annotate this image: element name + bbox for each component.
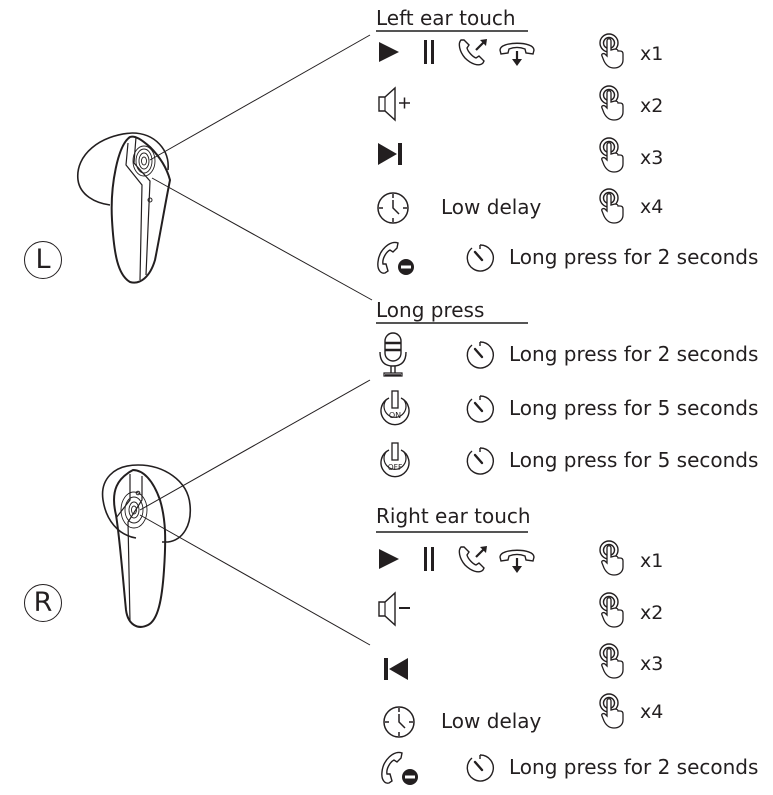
left-gesture-column: x1 x2 x3 x4 — [598, 33, 678, 233]
timer-icon — [466, 395, 495, 423]
section-title-left-ear-touch: Left ear touch — [376, 6, 516, 30]
long-press-2s-label: Long press for 2 seconds — [509, 755, 759, 779]
timer-icon — [466, 341, 495, 369]
tap-icon — [599, 643, 624, 679]
tap-count: x2 — [640, 95, 664, 117]
long-press-5s-label: Long press for 5 seconds — [509, 448, 759, 472]
section-title-long-press: Long press — [376, 298, 485, 322]
tap-count: x3 — [640, 147, 664, 169]
pause-icon — [424, 40, 434, 64]
tap-icon — [599, 85, 624, 121]
reject-call-icon — [377, 241, 414, 275]
power-off-icon: OFF — [380, 442, 410, 478]
tap-icon — [599, 188, 624, 224]
tap-count: x3 — [640, 653, 664, 675]
clock-icon — [383, 706, 415, 738]
tap-count: x2 — [640, 602, 664, 624]
timer-icon — [466, 244, 495, 272]
left-earbud-badge: L — [24, 241, 62, 279]
right-gesture-column: x1 x2 x3 x4 — [598, 540, 678, 740]
long-press-5s-label: Long press for 5 seconds — [509, 396, 759, 420]
hang-up-call-icon — [499, 549, 535, 573]
next-track-icon — [378, 143, 402, 165]
tap-icon — [599, 137, 624, 173]
long-press-2s-label: Long press for 2 seconds — [509, 245, 759, 269]
power-on-text: ON — [389, 411, 401, 420]
volume-down-icon — [378, 591, 410, 627]
pause-icon — [424, 547, 434, 571]
volume-up-icon — [378, 86, 410, 122]
previous-track-icon — [384, 658, 408, 680]
timer-icon — [466, 447, 495, 475]
section-divider — [376, 322, 528, 324]
tap-icon — [599, 693, 624, 729]
section-divider — [376, 531, 528, 533]
tap-count: x4 — [640, 701, 664, 723]
play-icon — [379, 549, 399, 569]
long-press-2s-label: Long press for 2 seconds — [509, 342, 759, 366]
answer-call-icon — [458, 546, 487, 573]
power-off-text: OFF — [388, 463, 403, 472]
right-earbud-badge: R — [24, 584, 62, 622]
microphone-icon — [379, 332, 407, 377]
play-icon — [379, 42, 399, 62]
left-earbud-illustration — [77, 132, 172, 284]
tap-count: x1 — [640, 43, 664, 65]
section-divider — [376, 30, 528, 32]
right-earbud-illustration — [101, 464, 192, 628]
timer-icon — [466, 754, 495, 782]
tap-icon — [599, 592, 624, 628]
tap-icon — [599, 540, 624, 576]
low-delay-label: Low delay — [441, 709, 542, 733]
tap-icon — [599, 33, 624, 69]
answer-call-icon — [458, 39, 487, 66]
section-title-right-ear-touch: Right ear touch — [376, 504, 531, 528]
clock-icon — [377, 192, 409, 224]
tap-count: x4 — [640, 196, 664, 218]
low-delay-label: Low delay — [441, 195, 542, 219]
power-on-icon: ON — [380, 390, 410, 426]
reject-call-icon — [381, 751, 418, 785]
hang-up-call-icon — [499, 42, 535, 66]
tap-count: x1 — [640, 550, 664, 572]
